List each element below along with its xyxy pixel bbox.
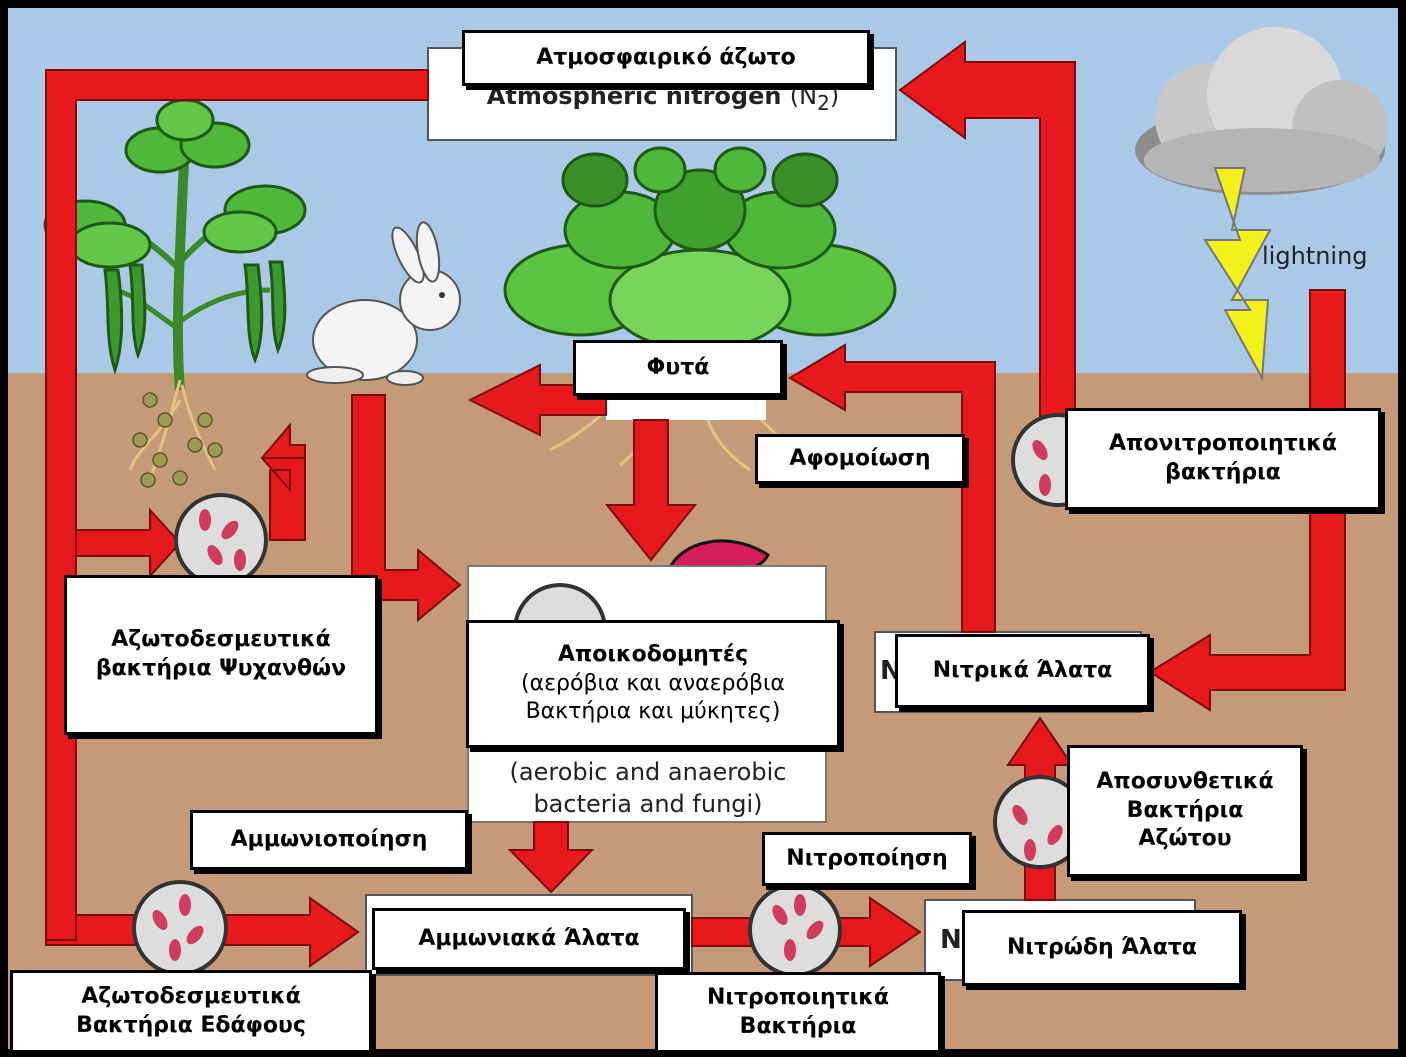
nitrites-text: Νιτρώδη Άλατα [1007,934,1197,963]
decomposing-bacteria-label: Αποσυνθετικά Βακτήρια Αζώτου [1067,745,1303,877]
soil-fixing-bacteria-label: Αζωτοδεσμευτικά Βακτήρια Εδάφους [10,970,372,1053]
plants-text: Φυτά [647,354,710,383]
plants-label: Φυτά [573,340,783,396]
n2-subscript: 2 [817,91,830,115]
nitrite-salts-label: Νιτρώδη Άλατα [962,910,1242,986]
lightning-label: lightning [1262,242,1368,270]
nitrites-english-stub: N [940,925,962,955]
n2-open: (N [790,82,817,110]
soil-fixing-line2: Βακτήρια Εδάφους [76,1012,306,1041]
atmospheric-english-label: Atmospheric nitrogen (N2) [438,82,888,115]
denitrifying-bacteria-label: Απονιτροποιητικά βακτήρια [1065,408,1381,510]
legume-fixing-line1: Αζωτοδεσμευτικά [111,626,330,655]
bacteria-icon-nitrifying [750,885,840,975]
decomposers-title: Αποικοδομητές [558,641,748,670]
denitrifying-line1: Απονιτροποιητικά [1109,430,1337,459]
atmospheric-nitrogen-label: Ατμοσφαιρικό άζωτο [462,30,870,86]
assimilation-text: Αφομοίωση [789,445,930,474]
ammonium-salts-label: Αμμωνιακά Άλατα [372,908,686,970]
legume-fixing-bacteria-label: Αζωτοδεσμευτικά βακτήρια Ψυχανθών [64,575,378,735]
nitrates-label: Νιτρικά Άλατα [895,634,1150,708]
decomposers-english-line2: bacteria and fungi) [470,790,826,818]
soil-fixing-line1: Αζωτοδεσμευτικά [81,983,300,1012]
decomposers-sub1: (αερόβια και αναερόβια [521,670,785,699]
bacteria-icon-legume [176,495,266,585]
nitrifying-line2: Βακτήρια [740,1013,857,1042]
decomposing-line1: Αποσυνθετικά [1096,768,1273,797]
ammonium-text: Αμμωνιακά Άλατα [418,925,639,954]
legume-fixing-line2: βακτήρια Ψυχανθών [96,655,346,684]
nitrification-label: Νιτροποίηση [762,832,972,886]
ammonification-text: Αμμωνιοποίηση [231,826,428,855]
nitrates-text: Νιτρικά Άλατα [933,657,1112,686]
nitrifying-line1: Νιτροποιητικά [707,984,889,1013]
assimilation-label: Αφομοίωση [755,434,965,484]
nitrification-text: Νιτροποίηση [786,845,947,874]
bacteria-icon-soil [134,882,226,974]
ammonification-label: Αμμωνιοποίηση [190,810,468,870]
atmospheric-greek-text: Ατμοσφαιρικό άζωτο [536,44,796,73]
decomposers-sub2: Βακτήρια και μύκητες) [526,698,781,727]
decomposing-line2: Βακτήρια [1127,797,1244,826]
decomposing-line3: Αζώτου [1138,825,1231,854]
nitrifying-bacteria-label: Νιτροποιητικά Βακτήρια [655,972,941,1053]
decomposers-english-line1: (aerobic and anaerobic [470,758,826,786]
n2-close: ) [830,82,839,110]
atmospheric-en-text: Atmospheric nitrogen [487,82,782,110]
decomposers-label: Αποικοδομητές (αερόβια και αναερόβια Βακ… [466,620,840,748]
denitrifying-line2: βακτήρια [1165,459,1281,488]
